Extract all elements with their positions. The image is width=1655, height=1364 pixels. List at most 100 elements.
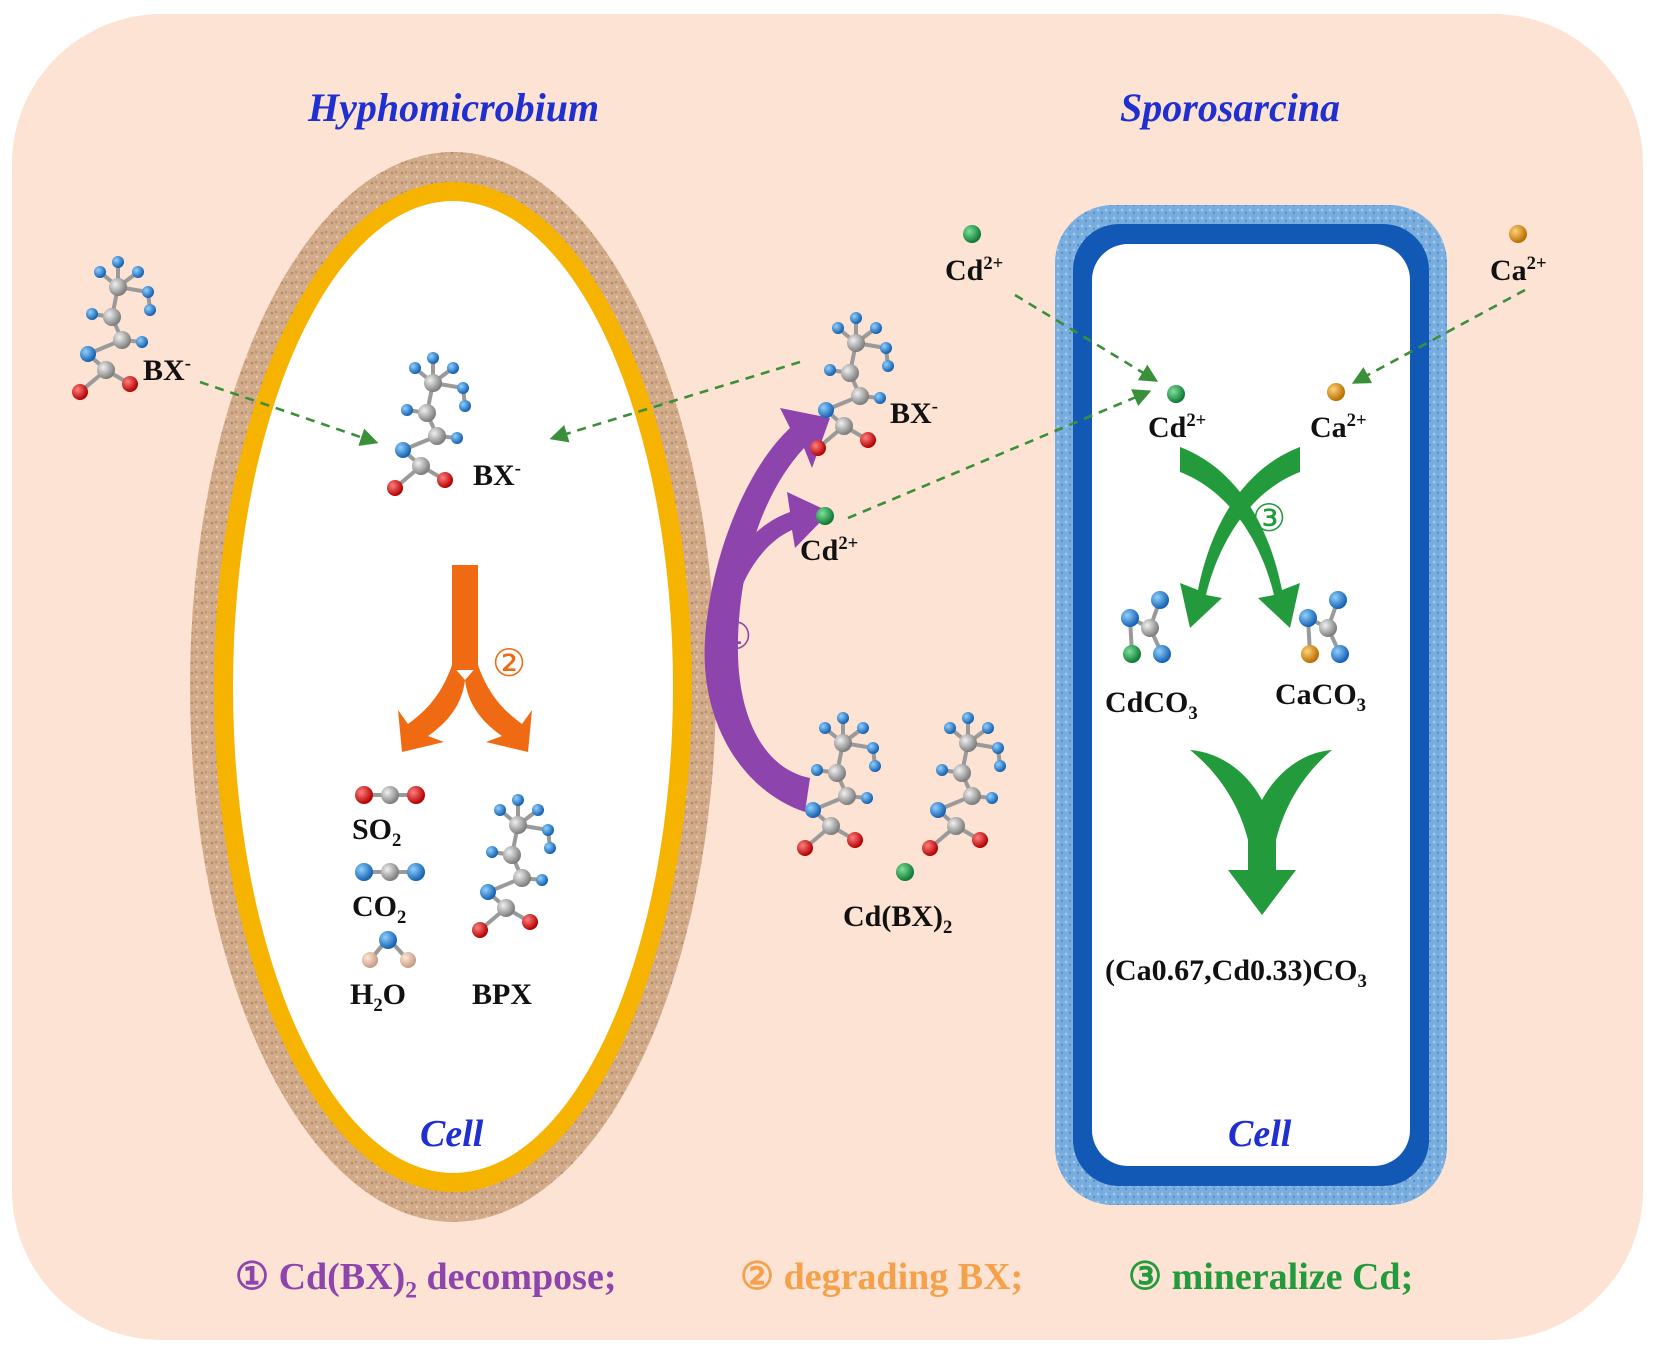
atom [1301, 645, 1319, 663]
green-arrow-cd-to-caco3 [1180, 447, 1300, 628]
atom [953, 764, 971, 782]
legend-step2: ② degrading BX; [740, 1256, 1024, 1298]
atom [896, 863, 914, 881]
atom [1327, 383, 1345, 401]
step2-number: ② [492, 643, 527, 685]
atom [811, 764, 823, 776]
cdbx2-molecule-right [922, 712, 1006, 856]
atom [1123, 645, 1141, 663]
atom [944, 722, 956, 734]
atom [832, 322, 844, 334]
atom [819, 722, 831, 734]
atom [427, 352, 439, 364]
atom [532, 804, 544, 816]
orange-arrow-right [465, 665, 532, 752]
atom [882, 360, 894, 372]
atom [860, 432, 876, 448]
atom [494, 804, 506, 816]
label-cd-outside: Cd2+ [945, 253, 1004, 287]
atom [847, 334, 865, 352]
atom [536, 874, 548, 886]
sporosarcina-cytoplasm [1092, 244, 1410, 1166]
label-h2o: H2O [350, 978, 406, 1016]
step3-number: ③ [1252, 498, 1287, 540]
atom [113, 331, 131, 349]
atom [122, 376, 138, 392]
atom [805, 802, 821, 818]
atom [447, 362, 459, 374]
caco3-molecule [1299, 591, 1349, 663]
atom [841, 364, 859, 382]
label-bx-inside: BX- [473, 458, 521, 492]
title-hyphomicrobium: Hyphomicrobium [308, 85, 600, 130]
atom [407, 786, 425, 804]
title-sporosarcina: Sporosarcina [1120, 85, 1341, 130]
label-cdco3: CdCO3 [1105, 686, 1198, 724]
atom [828, 764, 846, 782]
atom [437, 472, 453, 488]
label-caco3: CaCO3 [1275, 678, 1366, 716]
atom [857, 722, 869, 734]
cd-ion-outside [963, 225, 981, 243]
atom [963, 787, 981, 805]
atom [1141, 619, 1159, 637]
purple-arrow-to-cd [706, 492, 830, 640]
atom [544, 842, 556, 854]
green-arrow-ca-to-cdco3 [1180, 447, 1300, 628]
atom [959, 734, 977, 752]
legend-step3: ③ mineralize Cd; [1128, 1256, 1414, 1298]
atom [972, 832, 988, 848]
atom [947, 817, 965, 835]
atom [850, 312, 862, 324]
atom [103, 308, 121, 326]
atom [109, 278, 127, 296]
atom [412, 457, 430, 475]
atom [72, 384, 88, 400]
atom [503, 846, 521, 864]
atom [1151, 591, 1169, 609]
atom [480, 884, 496, 900]
molecules [72, 225, 1527, 968]
arrow-cd-into-sporosarcina [1014, 293, 1159, 382]
atom [472, 922, 488, 938]
so2-molecule [355, 786, 425, 804]
atom [818, 402, 834, 418]
atom [355, 786, 373, 804]
co2-molecule [355, 863, 425, 881]
atom [497, 899, 515, 917]
atom [513, 869, 531, 887]
label-co2: CO2 [352, 890, 407, 928]
atom [1319, 619, 1337, 637]
atom [409, 362, 421, 374]
legend-step1: ① Cd(BX)2 decompose; [235, 1256, 617, 1304]
atom [930, 802, 946, 818]
atom [86, 308, 98, 320]
atom [797, 840, 813, 856]
cdbx2-molecule-left [797, 712, 881, 856]
atom [1509, 225, 1527, 243]
atom [132, 266, 144, 278]
atom [381, 863, 399, 881]
atom [457, 382, 469, 394]
atom [835, 417, 853, 435]
atom [428, 427, 446, 445]
atom [381, 786, 399, 804]
bx-molecule-inside [387, 352, 471, 496]
atom [870, 322, 882, 334]
label-bpx: BPX [472, 978, 532, 1011]
atom [867, 742, 879, 754]
purple-arrow-to-bx [704, 408, 830, 812]
atom [1121, 609, 1139, 627]
bx-molecule-outside-left [72, 256, 156, 400]
label-cdbx2: Cd(BX)2 [843, 900, 953, 938]
bx-molecule-released [810, 312, 894, 456]
arrow-bx-back-into-cell [549, 360, 801, 443]
atom [387, 480, 403, 496]
h2o-molecule [362, 931, 416, 968]
atom [816, 507, 834, 525]
label-bx-outside-left: BX- [143, 353, 191, 387]
label-so2: SO2 [352, 813, 402, 851]
atom [400, 952, 416, 968]
atom [861, 792, 873, 804]
